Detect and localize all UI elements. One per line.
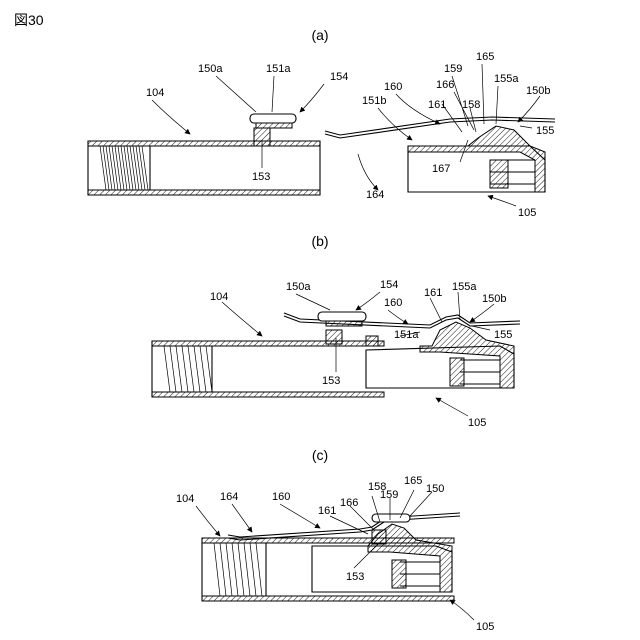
label-105-a: 105 xyxy=(518,207,536,219)
leader-154-b xyxy=(356,292,380,310)
leader-104-c xyxy=(196,506,220,536)
label-104-b: 104 xyxy=(210,291,228,303)
leader-160-b xyxy=(388,310,408,324)
leader-151a-a xyxy=(272,76,274,112)
panel-c: (c) 158 165 150 xyxy=(176,447,494,633)
assembly-c xyxy=(202,513,460,601)
label-161-b: 161 xyxy=(424,287,442,299)
label-150-c: 150 xyxy=(426,483,444,495)
label-155a-b: 155a xyxy=(452,281,477,293)
label-159-a: 159 xyxy=(444,63,462,75)
label-151a-a: 151a xyxy=(266,63,291,75)
leader-104-a xyxy=(152,100,190,134)
label-104-c: 104 xyxy=(176,493,194,505)
label-155-b: 155 xyxy=(494,329,512,341)
label-153-b: 153 xyxy=(322,375,340,387)
leader-105-c xyxy=(450,600,474,620)
label-104-a: 104 xyxy=(146,87,164,99)
label-150a-b: 150a xyxy=(286,281,311,293)
label-164-a: 164 xyxy=(366,189,384,201)
label-155-a: 155 xyxy=(536,125,554,137)
leader-150a-b xyxy=(296,294,330,310)
label-153-c: 153 xyxy=(346,571,364,583)
leader-150a-a xyxy=(216,76,256,112)
label-166-a: 166 xyxy=(436,79,454,91)
label-166-c: 166 xyxy=(340,497,358,509)
label-160-b: 160 xyxy=(384,297,402,309)
label-161-a: 161 xyxy=(428,99,446,111)
label-150a-a: 150a xyxy=(198,63,223,75)
tube-104-a xyxy=(88,114,320,195)
leader-164-a xyxy=(358,154,378,190)
leader-154-a xyxy=(300,84,324,112)
leader-151b-a xyxy=(378,108,412,140)
label-105-b: 105 xyxy=(468,417,486,429)
label-165-a: 165 xyxy=(476,51,494,63)
label-159-c: 159 xyxy=(380,489,398,501)
panel-a: (a) xyxy=(88,27,555,219)
leader-150b-b xyxy=(470,304,494,322)
label-164-c: 164 xyxy=(220,491,238,503)
label-154-a: 154 xyxy=(330,71,348,83)
label-153-a: 153 xyxy=(252,171,270,183)
label-155a-a: 155a xyxy=(494,73,519,85)
leader-105-a xyxy=(488,196,516,206)
leader-160-c xyxy=(280,504,320,528)
label-158-a: 158 xyxy=(462,99,480,111)
label-154-b: 154 xyxy=(380,279,398,291)
label-160-c: 160 xyxy=(272,491,290,503)
panel-c-caption: (c) xyxy=(312,447,328,463)
panel-b: (b) xyxy=(152,233,520,429)
panel-a-caption: (a) xyxy=(311,27,328,43)
label-150b-a: 150b xyxy=(526,85,550,97)
cap-105-a xyxy=(325,117,555,192)
label-167-a: 167 xyxy=(432,163,450,175)
label-165-c: 165 xyxy=(404,475,422,487)
label-161-c: 161 xyxy=(318,505,336,517)
label-105-c: 105 xyxy=(476,621,494,633)
panel-b-caption: (b) xyxy=(311,233,328,249)
label-150b-b: 150b xyxy=(482,293,506,305)
leader-104-b xyxy=(222,302,262,336)
leader-105-b xyxy=(436,398,468,416)
label-151b-a: 151b xyxy=(362,95,386,107)
label-160-a: 160 xyxy=(384,81,402,93)
leader-164-c xyxy=(232,504,252,532)
label-151a-b: 151a xyxy=(394,329,419,341)
